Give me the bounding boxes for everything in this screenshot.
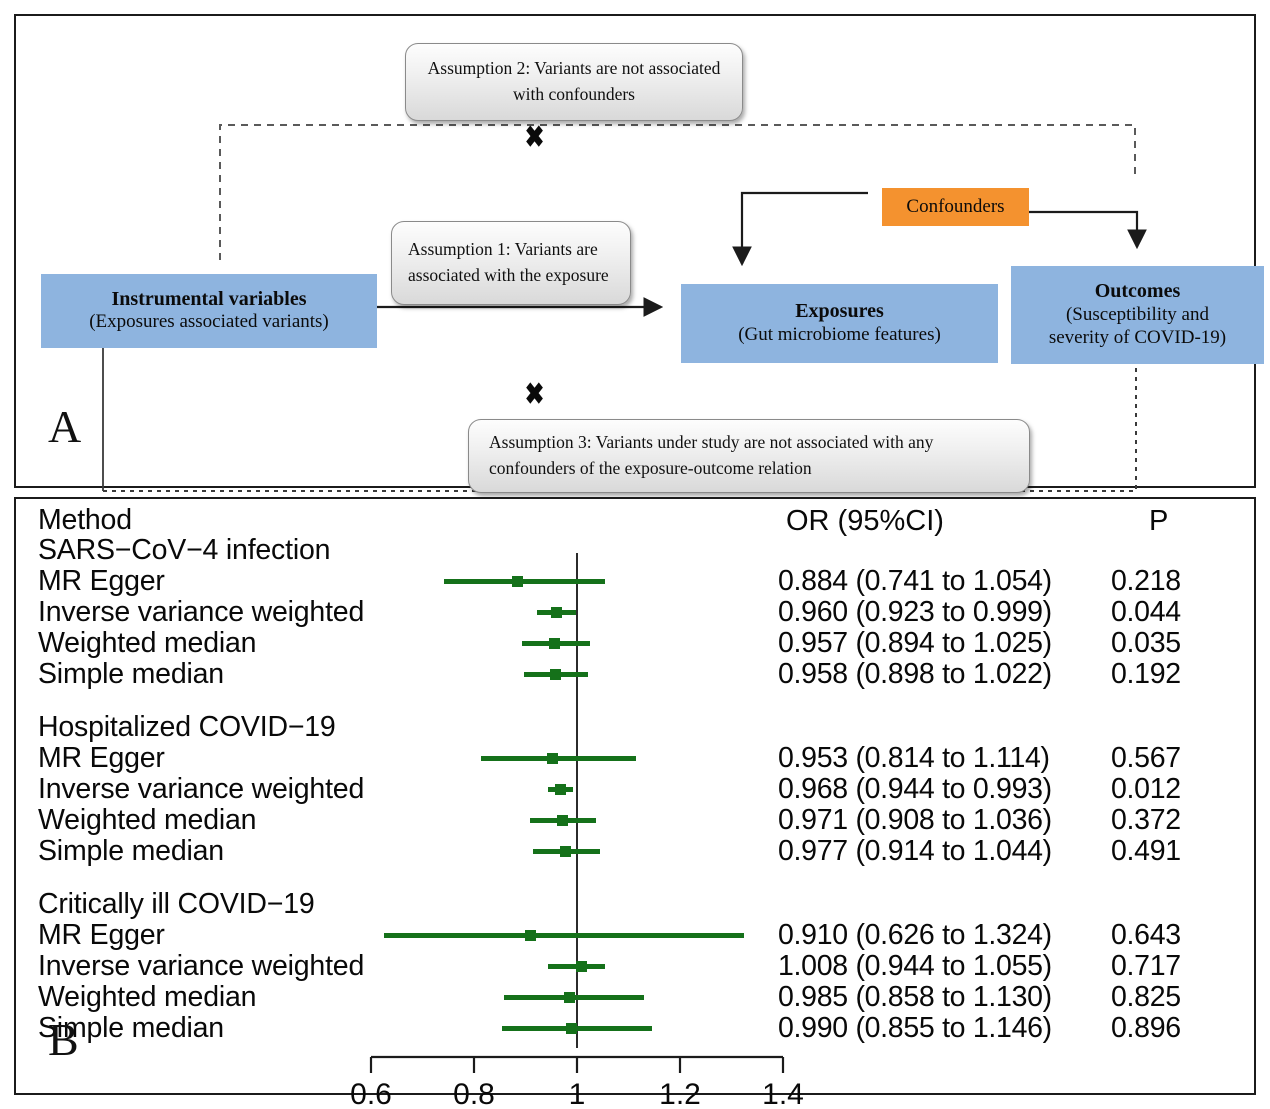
or-ci-value: 1.008 (0.944 to 1.055) (778, 950, 1052, 982)
p-value: 0.491 (1111, 835, 1181, 867)
p-value: 0.567 (1111, 742, 1181, 774)
node-instrumental-variables: Instrumental variables (Exposures associ… (41, 274, 377, 348)
group-header-1: Hospitalized COVID−19 (38, 711, 336, 743)
node-title: Confounders (906, 195, 1005, 217)
arrow-confounders-to-exposures (732, 191, 868, 267)
confidence-interval-bar (384, 933, 744, 938)
node-outcomes: Outcomes (Susceptibility and severity of… (1011, 266, 1264, 364)
method-label: Inverse variance weighted (38, 773, 365, 805)
column-header-method: Method (38, 504, 132, 536)
method-label: MR Egger (38, 565, 165, 597)
or-ci-value: 0.968 (0.944 to 0.993) (778, 773, 1052, 805)
p-value: 0.012 (1111, 773, 1181, 805)
p-value: 0.044 (1111, 596, 1181, 628)
or-ci-value: 0.953 (0.814 to 1.114) (778, 742, 1050, 774)
panel-b: OR (95%CI) P Method SARS−CoV−4 infection… (14, 497, 1258, 1109)
node-confounders: Confounders (882, 188, 1029, 226)
panel-b-letter: B (48, 1014, 79, 1065)
effect-estimate-point (547, 753, 559, 764)
group-header-0: SARS−CoV−4 infection (38, 534, 331, 566)
or-ci-value: 0.990 (0.855 to 1.146) (778, 1012, 1052, 1044)
effect-estimate-point (563, 992, 575, 1003)
method-label: Simple median (38, 1012, 224, 1044)
p-value: 0.372 (1111, 804, 1181, 836)
forest-plot: OR (95%CI) P Method SARS−CoV−4 infection… (16, 499, 1258, 1109)
p-value: 0.192 (1111, 658, 1181, 690)
method-label: Weighted median (38, 804, 257, 836)
node-subtitle-line2: severity of COVID-19) (1048, 326, 1227, 348)
method-label: Simple median (38, 835, 224, 867)
or-ci-value: 0.957 (0.894 to 1.025) (778, 627, 1052, 659)
or-ci-value: 0.985 (0.858 to 1.130) (778, 981, 1052, 1013)
method-label: Inverse variance weighted (38, 950, 365, 982)
column-header-or: OR (95%CI) (786, 505, 944, 537)
assumption-text: Assumption 2: Variants are not associate… (427, 58, 721, 104)
effect-estimate-point (525, 930, 537, 941)
p-value: 0.896 (1111, 1012, 1181, 1044)
violation-x-icon-assumption-3: ✖ (524, 378, 545, 411)
effect-estimate-point (550, 607, 562, 618)
x-tick-label: 0.6 (350, 1078, 392, 1109)
or-ci-value: 0.910 (0.626 to 1.324) (778, 919, 1052, 951)
effect-estimate-point (566, 1023, 578, 1034)
violation-x-icon-assumption-2: ✖ (524, 121, 545, 154)
node-exposures: Exposures (Gut microbiome features) (681, 284, 998, 363)
effect-estimate-point (556, 815, 568, 826)
effect-estimate-point (555, 784, 567, 795)
p-value: 0.035 (1111, 627, 1181, 659)
effect-estimate-point (575, 961, 587, 972)
assumption-text: Assumption 1: Variants are associated wi… (408, 239, 609, 285)
method-label: Inverse variance weighted (38, 596, 365, 628)
method-label: Weighted median (38, 981, 257, 1013)
or-ci-value: 0.960 (0.923 to 0.999) (778, 596, 1052, 628)
null-reference-line (576, 553, 578, 1048)
x-tick-label: 1 (568, 1078, 586, 1109)
method-label: MR Egger (38, 742, 165, 774)
effect-estimate-point (559, 846, 571, 857)
p-value: 0.825 (1111, 981, 1181, 1013)
confidence-interval-bar (443, 579, 605, 584)
x-tick-label: 1.2 (659, 1078, 701, 1109)
method-label: Weighted median (38, 627, 257, 659)
panel-a-letter: A (48, 401, 82, 452)
group-header-2: Critically ill COVID−19 (38, 888, 315, 920)
effect-estimate-point (549, 638, 561, 649)
or-ci-value: 0.971 (0.908 to 1.036) (778, 804, 1052, 836)
panel-a: Instrumental variables (Exposures associ… (14, 14, 1264, 493)
callout-assumption-2: Assumption 2: Variants are not associate… (405, 43, 743, 121)
x-tick-label: 0.8 (453, 1078, 495, 1109)
or-ci-value: 0.958 (0.898 to 1.022) (778, 658, 1052, 690)
p-value: 0.218 (1111, 565, 1181, 597)
or-ci-value: 0.884 (0.741 to 1.054) (778, 565, 1052, 597)
node-subtitle: (Gut microbiome features) (738, 323, 941, 345)
assumption-text: Assumption 3: Variants under study are n… (489, 432, 934, 478)
method-label: Simple median (38, 658, 224, 690)
or-ci-value: 0.977 (0.914 to 1.044) (778, 835, 1052, 867)
node-title: Outcomes (1094, 280, 1181, 303)
node-subtitle: (Susceptibility and (1065, 304, 1209, 325)
p-value: 0.717 (1111, 950, 1181, 982)
effect-estimate-point (549, 669, 561, 680)
callout-assumption-1: Assumption 1: Variants are associated wi… (391, 221, 631, 305)
confidence-interval-bar (481, 756, 636, 761)
node-title: Exposures (795, 300, 884, 323)
column-header-p: P (1149, 505, 1169, 537)
method-label: MR Egger (38, 919, 165, 951)
node-title: Instrumental variables (111, 287, 307, 310)
x-tick-label: 1.4 (762, 1078, 804, 1109)
p-value: 0.643 (1111, 919, 1181, 951)
x-axis (369, 1055, 785, 1073)
node-subtitle: (Exposures associated variants) (89, 311, 329, 333)
effect-estimate-point (511, 576, 523, 587)
callout-assumption-3: Assumption 3: Variants under study are n… (468, 419, 1030, 493)
arrow-confounders-to-outcomes (1015, 210, 1147, 250)
